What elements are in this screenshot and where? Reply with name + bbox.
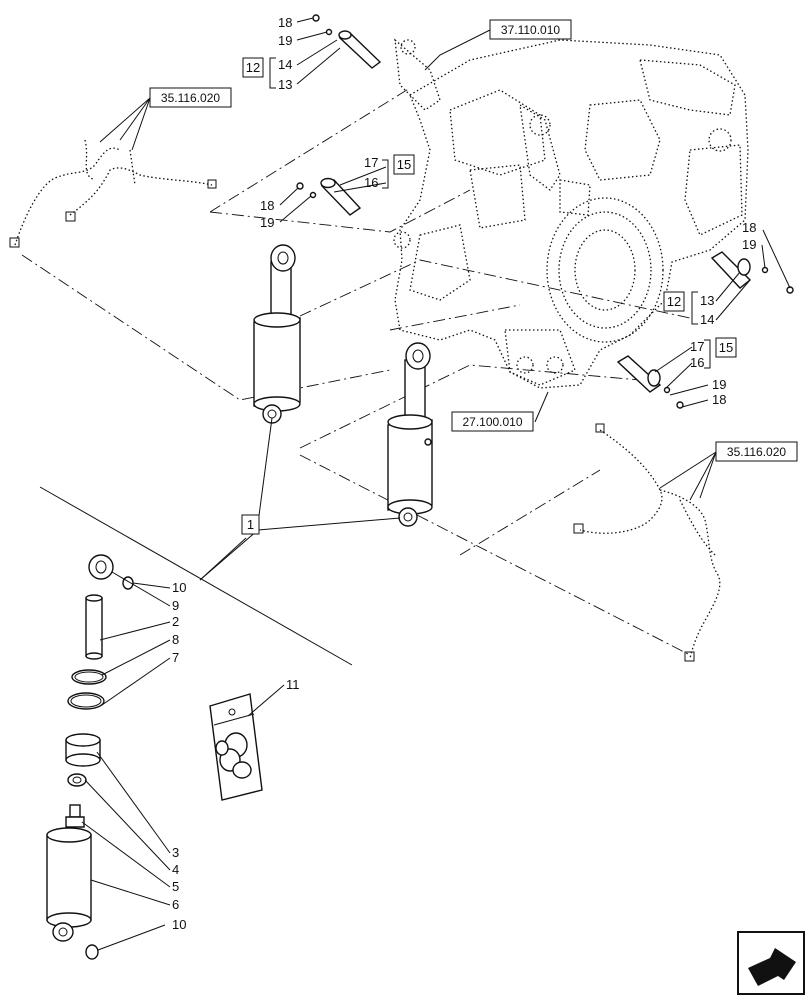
seal-kit-bag-11 <box>209 693 263 801</box>
svg-text:10: 10 <box>172 580 186 595</box>
leader-lines <box>81 17 791 951</box>
cylinder-barrel-6 <box>46 827 92 942</box>
hose-right <box>573 423 721 662</box>
svg-text:19: 19 <box>278 33 292 48</box>
washer-4 <box>67 773 87 787</box>
svg-text:9: 9 <box>172 598 179 613</box>
group-box-12-top: 12 <box>242 57 276 89</box>
pin-lower-right <box>616 355 684 409</box>
pin-upper-left <box>312 14 382 69</box>
svg-text:6: 6 <box>172 897 179 912</box>
svg-text:12: 12 <box>667 294 681 309</box>
svg-text:1: 1 <box>247 517 254 532</box>
ref-label-37-110-010[interactable]: 37.110.010 <box>501 23 560 37</box>
group-box-12-right: 12 <box>663 291 698 325</box>
pin-right <box>710 251 794 294</box>
center-lines <box>21 87 691 656</box>
svg-text:4: 4 <box>172 862 179 877</box>
ref-box-37-110-010[interactable]: 37.110.010 <box>489 19 572 40</box>
svg-text:13: 13 <box>278 77 292 92</box>
pin-upper-mid <box>296 177 362 216</box>
ref-label-35-116-020-right[interactable]: 35.116.020 <box>727 445 786 459</box>
transmission-housing <box>393 38 749 389</box>
svg-text:14: 14 <box>700 312 714 327</box>
svg-text:19: 19 <box>742 237 756 252</box>
item-numbers: 18 19 14 13 17 16 18 19 18 19 13 14 17 1… <box>172 15 756 932</box>
svg-text:2: 2 <box>172 614 179 629</box>
arrow-into-box-icon[interactable] <box>737 931 805 995</box>
svg-text:11: 11 <box>286 677 300 692</box>
seal-ring-8 <box>71 669 107 685</box>
group-box-15-right: 15 <box>704 337 737 369</box>
nut-5 <box>65 804 85 828</box>
group-box-1[interactable]: 1 <box>241 514 260 535</box>
svg-text:18: 18 <box>742 220 756 235</box>
svg-text:19: 19 <box>712 377 726 392</box>
lift-cylinder-right <box>387 342 433 527</box>
svg-text:16: 16 <box>364 175 378 190</box>
ref-label-35-116-020-left[interactable]: 35.116.020 <box>161 91 220 105</box>
piston-3 <box>65 733 101 767</box>
svg-text:12: 12 <box>246 60 260 75</box>
svg-text:8: 8 <box>172 632 179 647</box>
svg-text:15: 15 <box>719 340 733 355</box>
svg-text:14: 14 <box>278 57 292 72</box>
ref-box-27-100-010[interactable]: 27.100.010 <box>451 411 534 432</box>
svg-text:16: 16 <box>690 355 704 370</box>
svg-text:15: 15 <box>397 157 411 172</box>
svg-text:18: 18 <box>278 15 292 30</box>
rod-eye-9 <box>88 554 114 580</box>
svg-text:10: 10 <box>172 917 186 932</box>
ref-box-35-116-020-left[interactable]: 35.116.020 <box>149 87 232 108</box>
svg-text:5: 5 <box>172 879 179 894</box>
svg-text:18: 18 <box>712 392 726 407</box>
svg-text:3: 3 <box>172 845 179 860</box>
piston-rod-2 <box>85 594 103 660</box>
svg-text:13: 13 <box>700 293 714 308</box>
ref-label-27-100-010[interactable]: 27.100.010 <box>462 415 522 429</box>
svg-text:18: 18 <box>260 198 274 213</box>
group-box-15-mid: 15 <box>382 154 415 189</box>
svg-text:17: 17 <box>364 155 378 170</box>
svg-text:7: 7 <box>172 650 179 665</box>
lift-cylinder-left <box>253 244 301 424</box>
hose-left <box>9 139 217 248</box>
bushing-10-bottom <box>85 944 99 960</box>
o-ring-7 <box>67 692 105 710</box>
ref-box-35-116-020-right[interactable]: 35.116.020 <box>715 441 798 462</box>
svg-text:19: 19 <box>260 215 274 230</box>
svg-text:17: 17 <box>690 339 704 354</box>
